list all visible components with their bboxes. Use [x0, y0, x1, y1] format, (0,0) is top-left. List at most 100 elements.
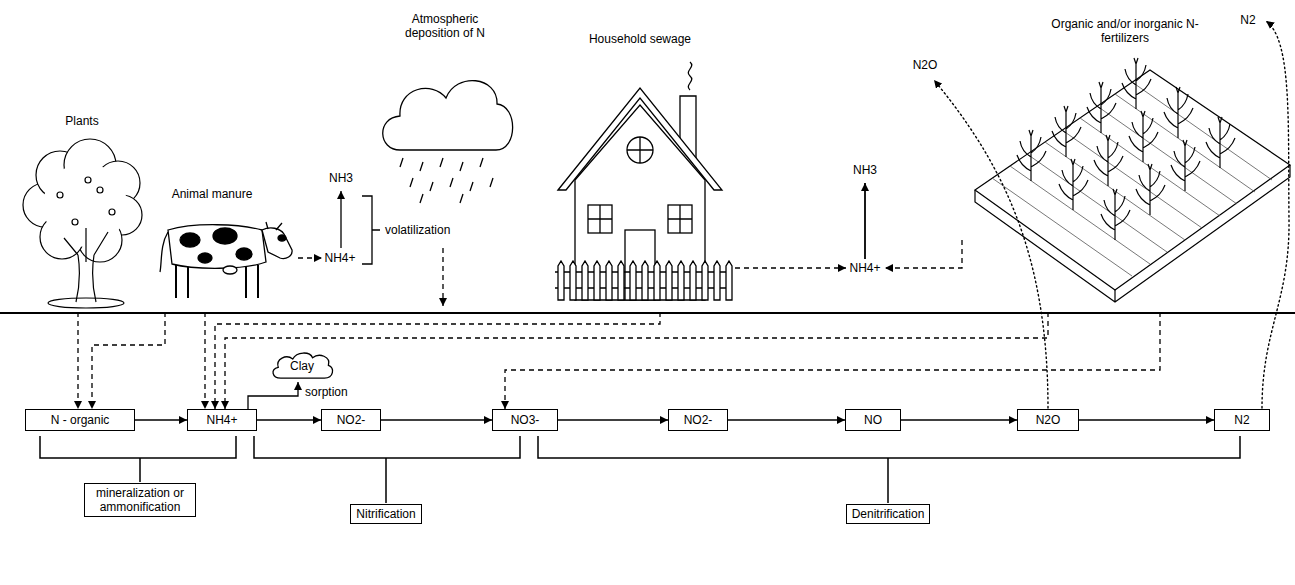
line-art-part: [168, 225, 266, 269]
line-art-part: [538, 436, 1240, 503]
line-art-part: [1101, 189, 1130, 240]
line-art-part: [180, 233, 200, 247]
field-illustration: [975, 58, 1290, 302]
connector-label-holder: sorption: [304, 385, 349, 399]
line-art-part: [198, 253, 212, 263]
line-art-part: [278, 235, 286, 241]
node-text: NO: [854, 413, 892, 427]
line-art-part: [340, 191, 341, 248]
flow-connector: [558, 419, 668, 420]
flow-connector: [135, 419, 187, 420]
line-art-part: [1164, 87, 1193, 138]
line-art-part: [885, 240, 962, 268]
annotation-label: volatilization: [385, 223, 450, 237]
line-art-part: [43, 163, 127, 247]
line-art-part: [400, 158, 493, 203]
deposition-source: Atmospheric deposition of N: [375, 10, 520, 210]
line-art-part: [72, 219, 78, 225]
gas-escape-lines: [934, 21, 1289, 408]
line-art-part: [1136, 164, 1165, 215]
sewage-source: Household sewage: [550, 30, 730, 312]
nitrogen-form-box: NO2-: [321, 409, 381, 431]
annotation-label: NH3: [329, 171, 353, 185]
node-text: N - organic: [34, 413, 126, 427]
node-text: Animal manure: [142, 187, 282, 201]
line-art-part: [64, 228, 108, 302]
flow-connector: [225, 312, 1048, 409]
manure-source: Animal manure: [145, 185, 295, 312]
line-art-part: [1094, 135, 1123, 186]
plant-source: Plants: [20, 112, 145, 312]
line-art-part: [864, 183, 866, 259]
annotation-label: N2O: [913, 58, 938, 72]
node-text: N2: [1223, 413, 1261, 427]
node-text: Denitrification: [852, 507, 925, 521]
nitrogen-form-box: NO: [845, 409, 901, 431]
node-text: NO3-: [501, 413, 549, 427]
node-text: Plants: [27, 114, 137, 128]
label-holder: N2: [1240, 13, 1255, 27]
tree-illustration: [23, 139, 142, 308]
line-art-part: [213, 228, 237, 244]
process-name-box: Nitrification: [350, 504, 421, 524]
flow-connector: [1079, 419, 1214, 420]
clay-cloud: Clay: [269, 350, 335, 382]
line-art-part: [160, 232, 168, 272]
volatilization-arrows: [735, 183, 962, 268]
line-art-part: [627, 137, 653, 163]
annotation-label: NH3: [853, 163, 877, 177]
annotation-label: N2: [1240, 13, 1255, 27]
nitrogen-form-box: NO2-: [668, 409, 728, 431]
line-art-part: [588, 205, 692, 233]
line-art-part: [627, 137, 653, 163]
line-art-part: [1262, 21, 1289, 408]
line-art-part: [934, 80, 1048, 408]
line-art-part: [298, 257, 322, 258]
line-art-part: [1052, 106, 1081, 157]
flow-connector: [505, 312, 1160, 409]
line-art-part: [992, 82, 1272, 276]
flow-connector: [77, 312, 78, 409]
flow-connector: [901, 419, 1017, 420]
nitrogen-form-box: N2: [1214, 409, 1270, 431]
process-brackets: [40, 436, 1240, 503]
fertilizer-source: Organic and/or inorganic N-fertilizers: [960, 15, 1290, 312]
flow-connector: [381, 419, 492, 420]
flow-connector: [215, 312, 660, 409]
line-art-part: [266, 222, 282, 230]
node-text: Nitrification: [356, 507, 415, 521]
cow-illustration: [160, 222, 292, 298]
ground-line: [0, 312, 1295, 314]
nitrogen-form-box: N2O: [1017, 409, 1079, 431]
nitrogen-form-box: N - organic: [25, 409, 135, 431]
label-holder: NH4+: [849, 261, 880, 275]
line-art-part: [109, 209, 115, 215]
line-art-part: [558, 88, 722, 190]
line-art-part: [1017, 130, 1046, 181]
node-text: NH4+: [196, 413, 248, 427]
flow-connector: [728, 419, 845, 420]
line-art-part: [688, 62, 691, 90]
line-art-part: [1206, 117, 1235, 168]
line-art-part: [1059, 159, 1088, 210]
line-art-part: [558, 261, 732, 300]
line-art-part: [383, 81, 513, 150]
flow-connector: [257, 419, 321, 420]
line-art-part: [975, 70, 1290, 290]
line-art-part: [1171, 140, 1200, 191]
line-art-part: [223, 266, 237, 274]
volatilization-arrows: [298, 191, 380, 264]
node-text: NO2-: [330, 413, 372, 427]
house-illustration: [555, 62, 732, 300]
flow-connector: [204, 312, 205, 409]
line-art-part: [442, 248, 443, 306]
process-name-box: mineralization or ammonification: [84, 483, 196, 517]
process-name-box: Denitrification: [846, 504, 931, 524]
node-text: Atmospheric deposition of N: [390, 12, 500, 40]
line-art-part: [85, 177, 91, 183]
line-art-part: [362, 196, 380, 264]
flow-connector: [92, 312, 165, 409]
nitrogen-form-box: NH4+: [187, 409, 257, 431]
line-art-part: [57, 192, 63, 198]
label-holder: NH4+: [324, 251, 355, 265]
